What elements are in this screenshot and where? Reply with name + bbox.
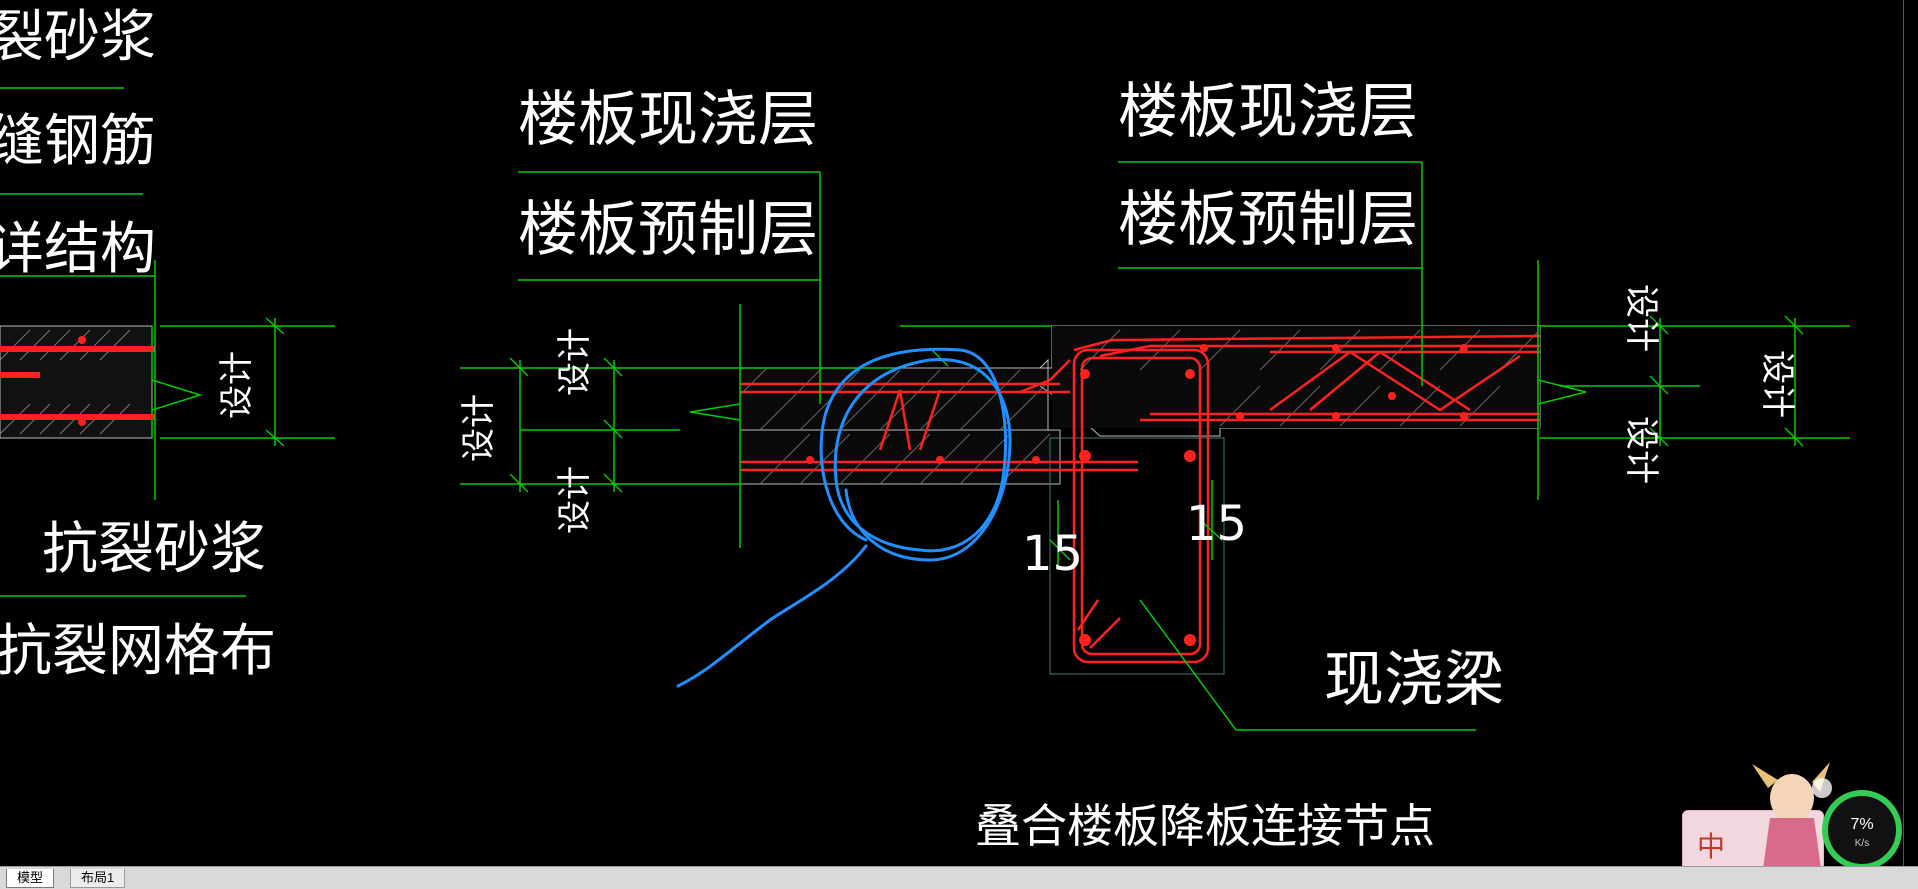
label-mortar: 抗裂砂浆 [42, 517, 266, 582]
beam-stirrup-outer [1072, 348, 1210, 664]
layout-tab-bar: 模型 布局1 [0, 866, 1918, 889]
dim-15-left: 15 [1022, 526, 1083, 582]
label-seam-rebar: 缝钢筋 [0, 109, 156, 174]
left-rebar-top [0, 346, 155, 352]
left-dim-text: 设计 [217, 351, 257, 419]
left-leaders [0, 87, 335, 597]
main-detail: 楼板现浇层 楼板预制层 楼板现浇层 楼板预制层 现浇梁 15 15 叠合楼板降板… [459, 77, 1850, 853]
left-slab [0, 325, 153, 439]
rebar [740, 334, 1541, 664]
tab-layout1[interactable]: 布局1 [70, 869, 126, 888]
network-speed-gauge[interactable]: 7% K/s [1822, 790, 1902, 870]
cad-drawing[interactable]: 裂砂浆 缝钢筋 详结构 抗裂砂浆 抗裂网格布 设计 [0, 0, 1918, 866]
left-rebar-bottom [0, 414, 155, 420]
left-rebar-mid [0, 372, 40, 378]
tab-model[interactable]: 模型 [6, 869, 55, 888]
markup-circle [819, 347, 1012, 562]
dim-text-4: 设计 [1621, 284, 1661, 352]
right-edge-panel [1903, 0, 1918, 866]
top-bar-right [1073, 334, 1541, 352]
gauge-percent: 7% [1850, 816, 1874, 833]
label-beam: 现浇梁 [1324, 645, 1504, 715]
right-slab [1052, 326, 1540, 428]
markup-tail [676, 544, 868, 688]
label-precast-layer-right: 楼板预制层 [1118, 185, 1418, 255]
label-cast-layer-mid: 楼板现浇层 [518, 85, 818, 155]
dim-text-5: 设计 [1621, 416, 1661, 484]
dim-text-2: 设计 [555, 328, 595, 396]
mid-slab-bottom [739, 429, 1061, 485]
drawing-viewport[interactable]: 裂砂浆 缝钢筋 详结构 抗裂砂浆 抗裂网格布 设计 [0, 0, 1918, 866]
blue-markup [676, 347, 1012, 688]
anime-figure-icon [1752, 762, 1832, 876]
dim-text-3: 设计 [555, 466, 595, 534]
beam-outline [1049, 437, 1225, 675]
dim-text-1: 设计 [459, 394, 499, 462]
dim-15-right: 15 [1186, 496, 1247, 552]
gauge-speed: K/s [1854, 838, 1870, 849]
main-leaders [460, 161, 1850, 731]
drawing-title: 叠合楼板降板连接节点 [975, 799, 1435, 853]
beam-stirrup-inner [1080, 356, 1202, 656]
desktop-widget[interactable]: 中 7% K/s [1682, 758, 1902, 882]
ime-char: 中 [1697, 830, 1726, 863]
left-break-line [151, 326, 203, 438]
label-mortar-top: 裂砂浆 [0, 5, 156, 70]
label-precast-layer-mid: 楼板预制层 [518, 195, 818, 265]
label-cast-layer-right: 楼板现浇层 [1118, 77, 1418, 147]
left-detail: 裂砂浆 缝钢筋 详结构 抗裂砂浆 抗裂网格布 设计 [0, 5, 335, 684]
rebar-dots [806, 344, 1468, 646]
label-structure: 详结构 [0, 217, 156, 282]
dim-text-6: 设计 [1757, 350, 1797, 418]
label-mesh: 抗裂网格布 [0, 619, 276, 684]
